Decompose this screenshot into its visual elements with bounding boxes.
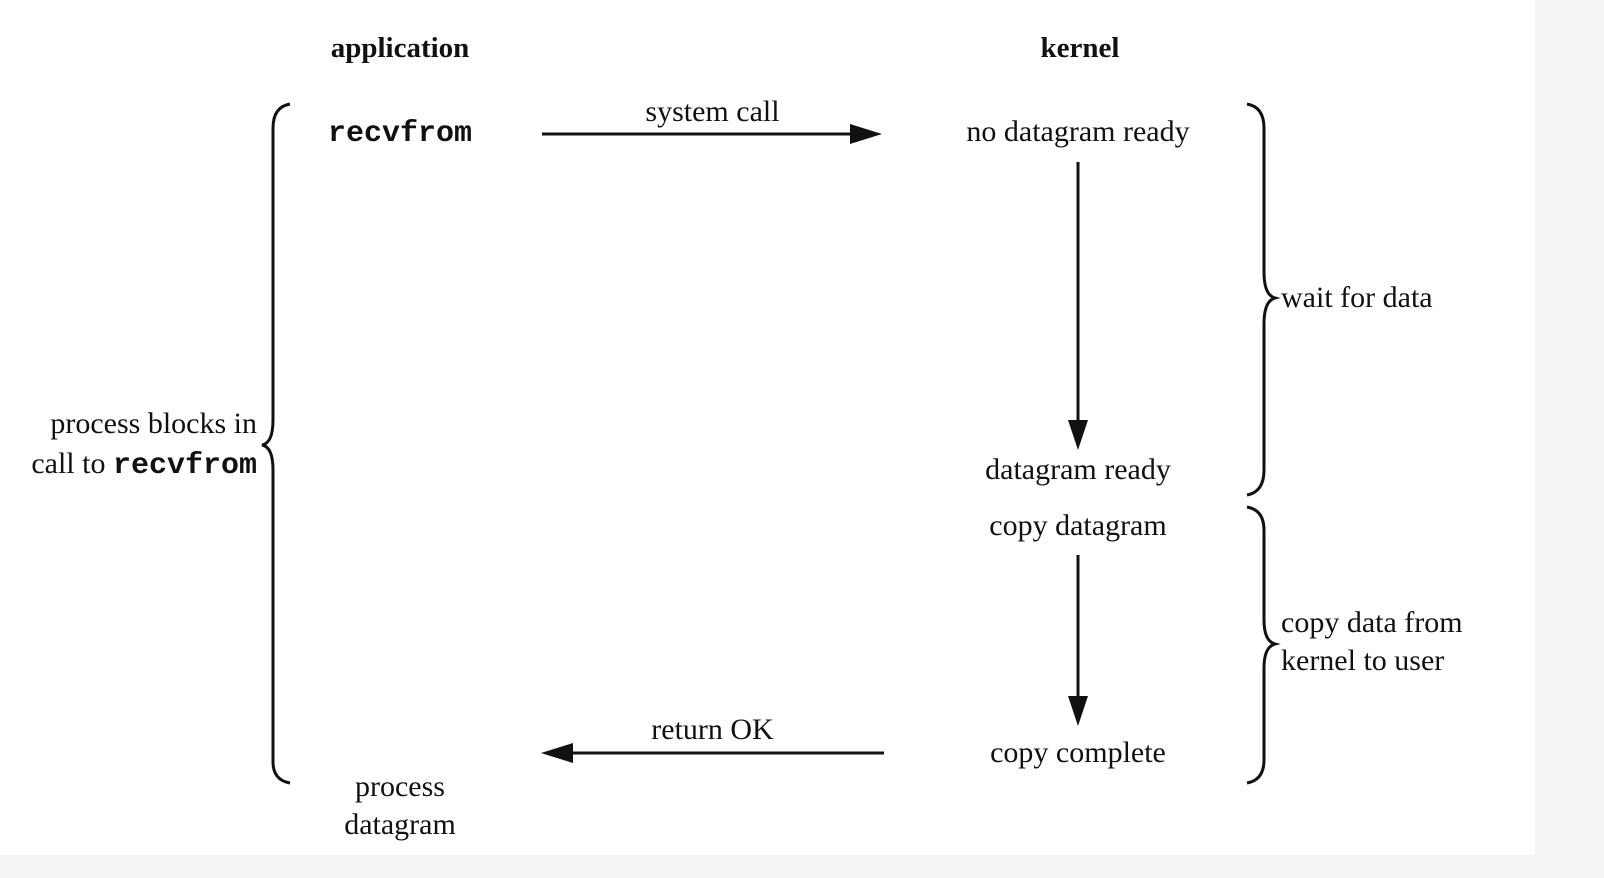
copy-down-arrow <box>1068 555 1088 726</box>
kernel-header: kernel <box>1040 32 1120 64</box>
no-datagram-ready-label: no datagram ready <box>966 115 1190 148</box>
wait-brace <box>1246 102 1281 497</box>
return-ok-arrow <box>541 743 884 763</box>
copy-brace <box>1246 505 1281 785</box>
system-call-label: system call <box>645 95 780 128</box>
process-datagram-label: process datagram <box>300 768 500 844</box>
datagram-ready-label: datagram ready <box>985 453 1171 486</box>
copy-data-line1: copy data from <box>1281 606 1463 639</box>
process-blocks-prefix: call to <box>31 447 113 480</box>
process-datagram-line2: datagram <box>344 808 456 841</box>
diagram-canvas: application kernel recvfrom process data… <box>0 0 1535 855</box>
process-datagram-line1: process <box>355 770 445 803</box>
copy-complete-label: copy complete <box>990 736 1166 769</box>
application-header: application <box>330 32 470 64</box>
process-blocks-line2: call to recvfrom <box>12 444 257 486</box>
left-brace <box>261 102 291 785</box>
process-blocks-code: recvfrom <box>112 449 257 483</box>
wait-down-arrow <box>1068 162 1088 450</box>
diagram-graphics <box>261 102 1281 785</box>
process-blocks-label: process blocks in call to recvfrom <box>12 404 257 486</box>
wait-for-data-label: wait for data <box>1281 281 1433 314</box>
recvfrom-call: recvfrom <box>327 117 473 151</box>
copy-data-line2: kernel to user <box>1281 644 1445 677</box>
system-call-arrow <box>542 124 882 144</box>
process-blocks-line1: process blocks in <box>50 407 257 440</box>
copy-data-label: copy data from kernel to user <box>1281 604 1463 680</box>
copy-datagram-label: copy datagram <box>989 509 1167 542</box>
return-ok-label: return OK <box>651 713 774 746</box>
